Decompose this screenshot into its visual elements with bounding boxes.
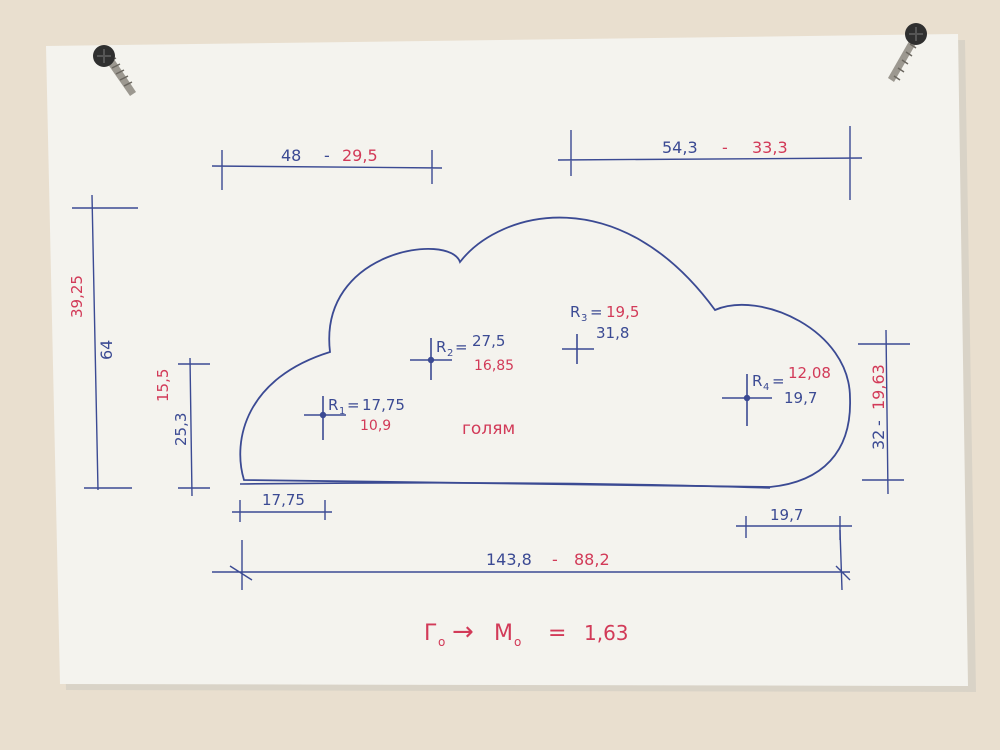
label-right-height-full: 32 — [869, 430, 888, 450]
label-r3-full: 31,8 — [596, 324, 629, 342]
label-r3-scaled: 19,5 — [606, 303, 639, 321]
label-r2-scaled: 16,85 — [474, 358, 514, 374]
label-top-left-sep: - — [324, 146, 330, 165]
cloud-base-line — [239, 482, 771, 489]
cloud-outline — [239, 216, 851, 488]
label-top-right-scaled: 33,3 — [752, 138, 788, 157]
label-r2-full: 27,5 — [472, 332, 505, 350]
label-r3-name: R — [570, 303, 580, 321]
center-mark-r3 — [562, 334, 594, 364]
label-r2-sub: 2 — [447, 348, 453, 359]
label-top-left-full: 48 — [281, 146, 301, 165]
label-top-left-scaled: 29,5 — [342, 146, 378, 165]
label-bottom-total-sep: - — [552, 550, 558, 569]
screw-right-icon — [888, 23, 927, 82]
label-top-right-full: 54,3 — [662, 138, 698, 157]
label-r4-scaled: 12,08 — [788, 364, 831, 382]
label-r1-sub: 1 — [339, 406, 345, 417]
label-top-right-sep: - — [722, 138, 728, 157]
label-r1-full: 17,75 — [362, 396, 405, 414]
formula-arrow: → — [452, 617, 474, 647]
formula-right-sub: о — [514, 635, 521, 649]
dimension-lines — [72, 126, 910, 591]
label-bottom-right-radius: 19,7 — [770, 506, 803, 524]
label-bottom-total-scaled: 88,2 — [574, 550, 610, 569]
formula-left-sub: о — [438, 635, 445, 649]
label-center-word: голям — [462, 419, 515, 439]
label-r3-eq: = — [590, 303, 603, 321]
center-mark-r4 — [722, 374, 772, 426]
label-left-small-full: 25,3 — [172, 413, 190, 446]
label-r1-eq: = — [347, 396, 360, 414]
label-right-height-sep: - — [869, 420, 888, 426]
paper-sheet — [46, 34, 968, 686]
formula-value: 1,63 — [584, 621, 629, 645]
label-r4-name: R — [752, 372, 762, 390]
label-r2-eq: = — [455, 338, 468, 356]
label-left-height-scaled: 39,25 — [68, 275, 86, 318]
label-r1-scaled: 10,9 — [360, 418, 391, 434]
screw-left-icon — [93, 45, 136, 96]
formula-left: Г — [424, 621, 437, 646]
formula-ratio: Г о → М о = 1,63 — [424, 617, 629, 649]
label-r4-sub: 4 — [763, 382, 769, 393]
label-left-height-full: 64 — [97, 340, 116, 360]
formula-eq: = — [548, 621, 566, 646]
center-mark-r2 — [410, 338, 452, 380]
label-r4-eq: = — [772, 372, 785, 390]
label-r4-full: 19,7 — [784, 389, 817, 407]
label-bottom-total-full: 143,8 — [486, 550, 532, 569]
label-left-small-scaled: 15,5 — [154, 369, 172, 402]
label-r2-name: R — [436, 338, 446, 356]
label-bottom-left-radius: 17,75 — [262, 491, 305, 509]
label-r3-sub: 3 — [581, 313, 587, 324]
label-r1-name: R — [328, 396, 338, 414]
label-right-height-scaled: 19,63 — [869, 364, 888, 410]
center-mark-r1 — [304, 396, 346, 440]
formula-right: М — [494, 621, 513, 646]
